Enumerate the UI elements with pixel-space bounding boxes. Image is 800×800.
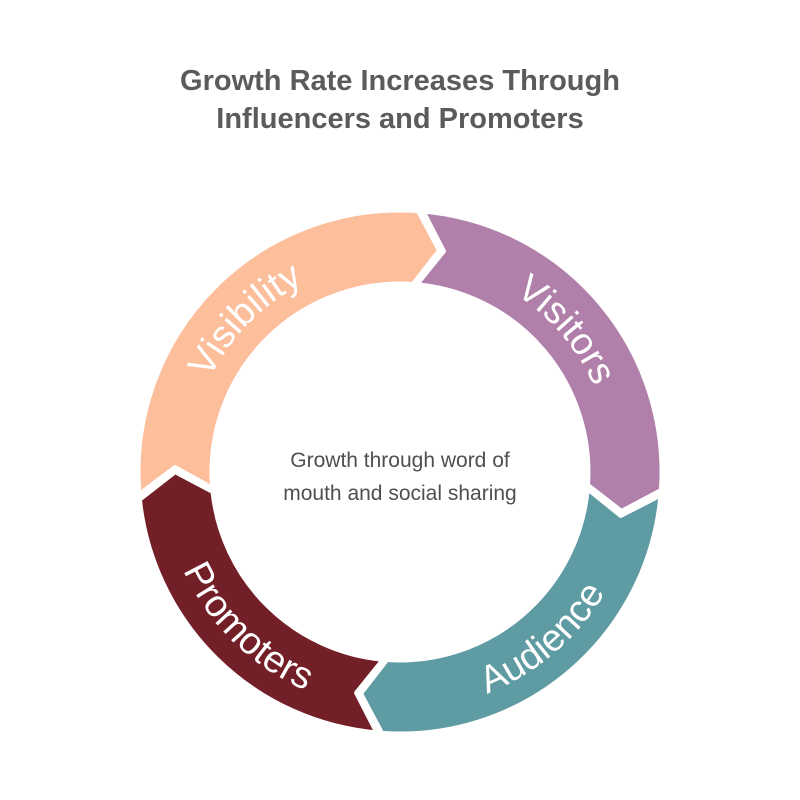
cycle-segments bbox=[135, 207, 665, 737]
segment-arrow-visibility bbox=[135, 207, 442, 498]
center-text: Growth through word of mouth and social … bbox=[230, 444, 570, 510]
diagram-title: Growth Rate Increases Through Influencer… bbox=[0, 62, 800, 138]
title-line-2: Influencers and Promoters bbox=[216, 103, 584, 135]
segment-arrow-visitors bbox=[413, 208, 665, 514]
title-line-1: Growth Rate Increases Through bbox=[180, 65, 620, 97]
center-text-line-2: mouth and social sharing bbox=[283, 482, 517, 505]
segment-arrow-promoters bbox=[136, 469, 387, 736]
segment-arrow-audience bbox=[358, 485, 664, 737]
center-text-line-1: Growth through word of bbox=[290, 449, 510, 472]
